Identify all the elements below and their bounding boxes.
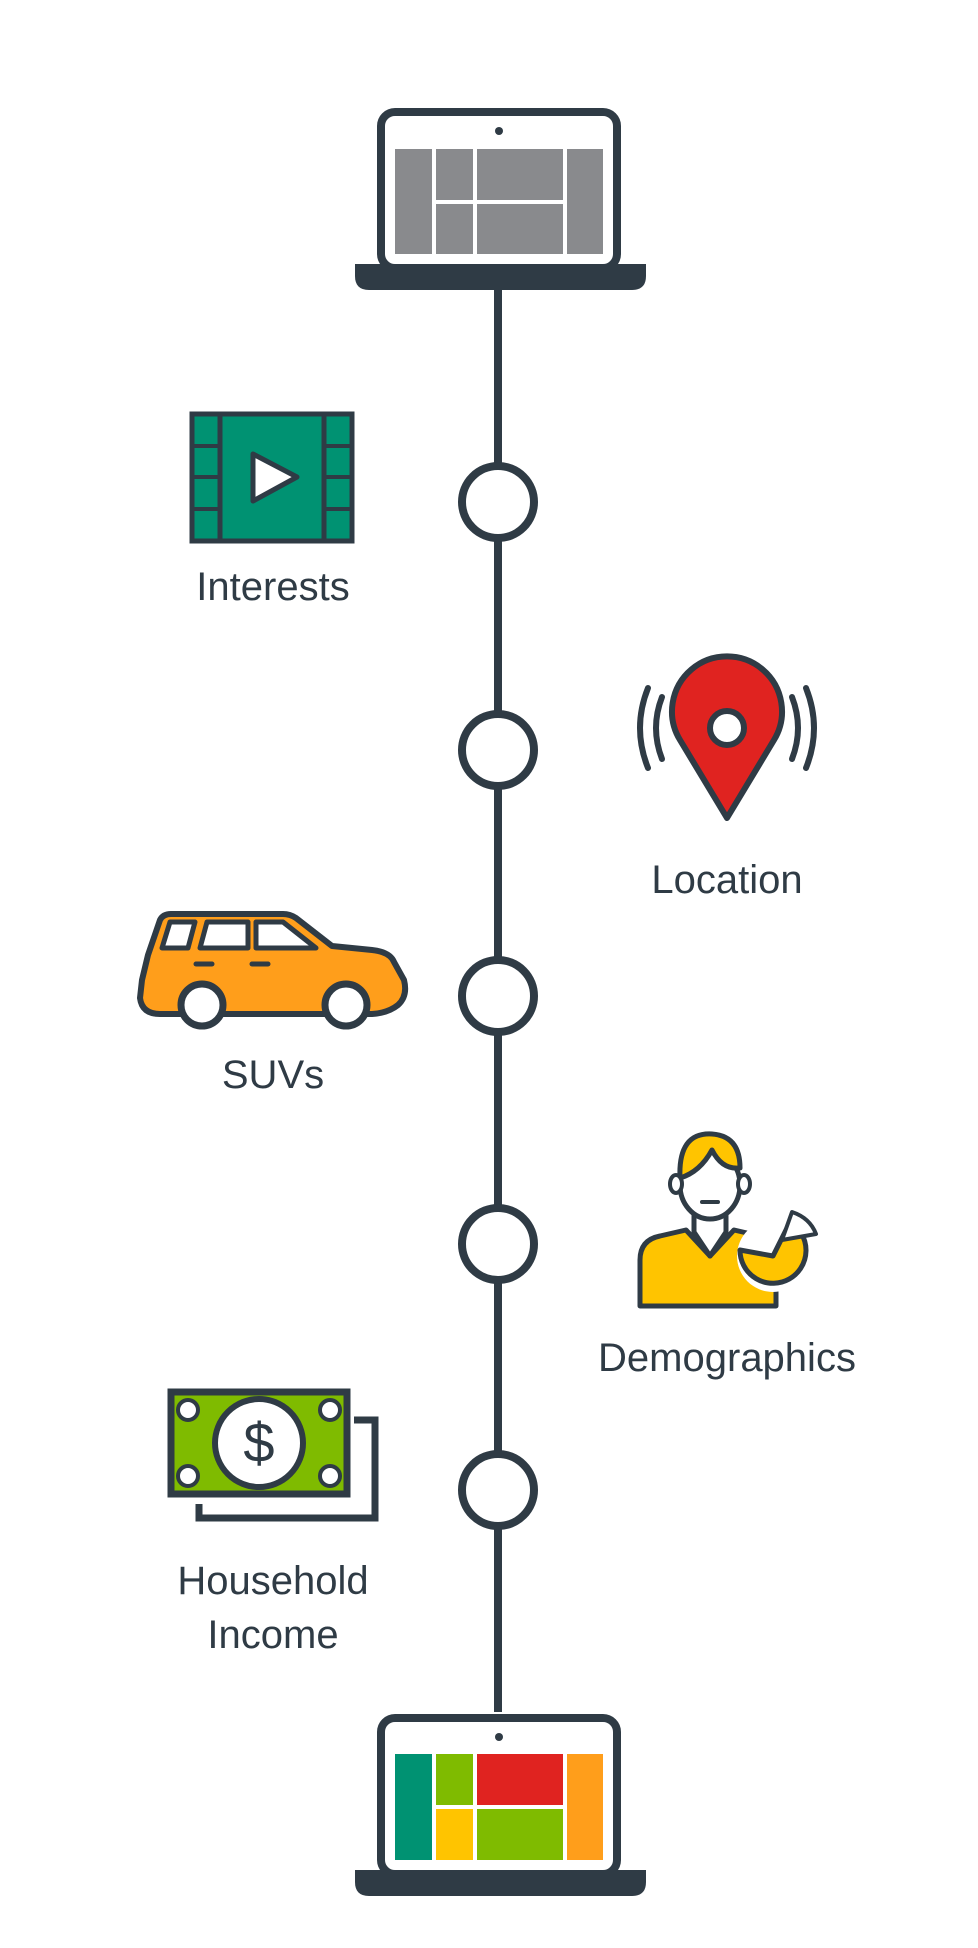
suv-car-icon	[137, 911, 409, 1030]
dollar-bill-icon: $	[167, 1388, 379, 1522]
label-line: Household	[177, 1559, 369, 1603]
label-line: Demographics	[598, 1336, 856, 1380]
label-demographics: Demographics	[567, 1331, 887, 1385]
video-play-icon	[189, 411, 355, 544]
timeline-node-interests	[458, 462, 538, 542]
timeline-node-suvs	[458, 956, 538, 1036]
timeline-node-demographics	[458, 1204, 538, 1284]
label-line: SUVs	[221, 1053, 325, 1097]
person-pie-chart-icon	[637, 1131, 818, 1309]
label-line: Income	[207, 1613, 339, 1657]
laptop-gray-layout-icon	[355, 108, 646, 290]
label-line: Interests	[196, 565, 350, 609]
location-pin-icon	[637, 653, 817, 821]
timeline-node-household-income	[458, 1450, 538, 1530]
label-location: Location	[617, 853, 837, 907]
label-line: Location	[651, 858, 803, 902]
label-suvs: SUVs	[173, 1048, 373, 1102]
label-household-income: Household Income	[143, 1554, 403, 1662]
label-interests: Interests	[173, 560, 373, 614]
laptop-colored-layout-icon	[355, 1714, 646, 1896]
svg-text:$: $	[243, 1411, 274, 1474]
timeline-node-location	[458, 710, 538, 790]
